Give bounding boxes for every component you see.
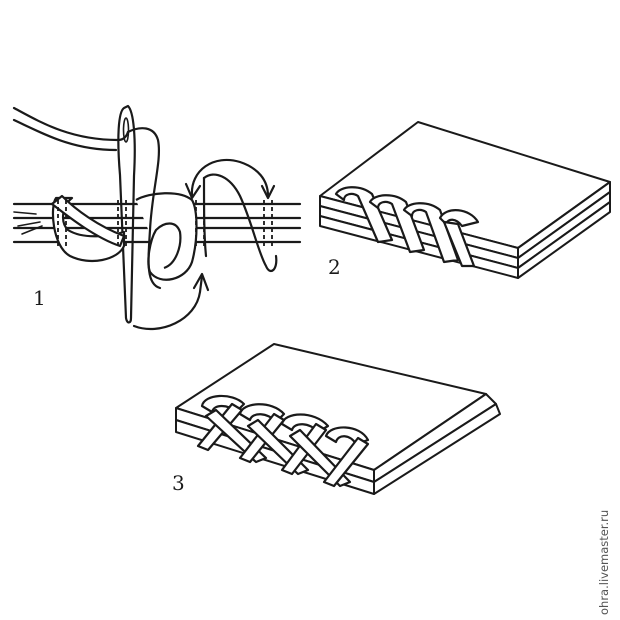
arrow-head-upper-left bbox=[184, 182, 202, 200]
arrow-head-upper-right bbox=[260, 184, 276, 200]
needle-eye bbox=[122, 117, 130, 143]
figure-3-illustration bbox=[175, 343, 501, 495]
thread-tail-edge bbox=[12, 118, 118, 152]
fig2-loop-3 bbox=[402, 202, 460, 264]
fig3-loops bbox=[196, 394, 370, 488]
cord-frayed-end bbox=[13, 211, 43, 235]
fig2-loop-4 bbox=[438, 209, 480, 228]
arrow-head-lower bbox=[192, 272, 210, 292]
figure-3-label: 3 bbox=[172, 471, 185, 495]
direction-arrow-lower bbox=[132, 274, 204, 331]
figure-1-illustration bbox=[12, 104, 302, 331]
board-side-3 bbox=[517, 201, 611, 279]
needle-icon bbox=[117, 104, 136, 324]
thread-swing-back bbox=[202, 176, 208, 258]
fig3-band-7 bbox=[322, 436, 370, 488]
figure-2-illustration bbox=[319, 121, 611, 279]
fig2-loop-2 bbox=[368, 194, 426, 254]
figure-1-label: 1 bbox=[33, 286, 46, 310]
diagonal-band bbox=[50, 194, 126, 248]
fig2-loops bbox=[334, 186, 480, 268]
loop-left bbox=[51, 196, 126, 263]
figure-2-label: 2 bbox=[328, 255, 341, 279]
loop-middle bbox=[135, 192, 198, 281]
fig3-board-side-2 bbox=[373, 403, 501, 495]
thread-tail bbox=[12, 106, 130, 142]
watermark-text: ohra.livemaster.ru bbox=[597, 509, 611, 615]
thread-swing bbox=[202, 173, 278, 273]
fig2-loop-1 bbox=[334, 186, 394, 244]
direction-arrow-upper bbox=[190, 158, 270, 198]
fig2-tail bbox=[442, 220, 476, 268]
thread-from-needle bbox=[126, 127, 162, 290]
